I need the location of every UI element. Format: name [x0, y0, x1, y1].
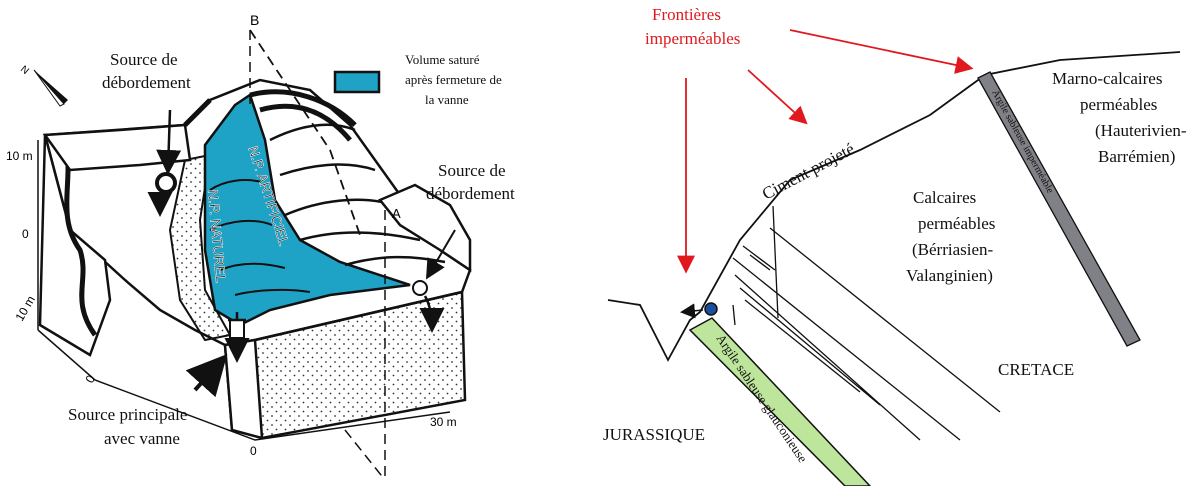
north-arrow-icon: N: [18, 64, 68, 107]
spring-outlet-flow: [680, 303, 704, 319]
left-strata-line: [62, 139, 98, 337]
overflow-spring-right-label: Source de débordement: [426, 161, 515, 203]
scale-10m-bottom: 10 m: [12, 293, 37, 323]
marly-limestone-label: Marno-calcaires perméables (Hauterivien-…: [1052, 69, 1191, 166]
blue-strata-lines: [209, 179, 311, 296]
section-b-base: [249, 30, 386, 481]
jurassic-label: JURASSIQUE: [603, 425, 705, 444]
scale-0-bottom: 0: [82, 372, 98, 385]
right-overhang: [377, 183, 472, 273]
overflow-spring-right-pointer: [425, 229, 456, 280]
overflow-spring-left-pointer: [156, 109, 182, 175]
block-diagram: N.P. ARTIFICIEL N.P. NATUREL B A N 10 m …: [6, 12, 515, 481]
impermeable-clay-label: Argile sableuse imperméable: [989, 88, 1055, 196]
section-b-line: [249, 29, 361, 236]
legend-swatch: [333, 70, 381, 94]
cross-section: Argile sableuse glauconieuse Argile sabl…: [603, 5, 1191, 486]
overflow-spring-right-flow: [419, 295, 445, 333]
overflow-spring-left-icon: [155, 172, 177, 194]
scale-0-left: 0: [22, 227, 29, 241]
boundaries-title: Frontières imperméables: [645, 5, 740, 48]
section-b-label: B: [250, 12, 259, 28]
ridge-lines: [183, 89, 357, 142]
bedding-lines: [732, 227, 1001, 441]
glauconitic-clay-band: [688, 317, 872, 486]
inner-vertical: [732, 304, 736, 326]
main-spring-label: Source principale avec vanne: [68, 405, 192, 448]
scale-axis: [37, 140, 451, 441]
spring-outlet-icon: [704, 302, 718, 316]
impermeable-clay-band: [977, 71, 1141, 347]
glauconitic-clay-label: Argile sableuse glauconieuse: [714, 331, 811, 465]
section-a-label: A: [392, 206, 401, 221]
overflow-spring-right-icon: [412, 280, 428, 296]
north-label: N: [18, 64, 31, 77]
lower-block-side: [223, 338, 264, 440]
left-ledge: [42, 123, 192, 172]
main-spring-pointer: [185, 354, 228, 398]
legend-label: Volume saturé après fermeture de la vann…: [405, 52, 505, 107]
limestone-label: Calcaires perméables (Bérriasien- Valang…: [906, 188, 1000, 285]
shotcrete-label: Ciment projeté: [759, 139, 858, 203]
scale-0-base: 0: [250, 444, 257, 458]
overflow-spring-left-label: Source de débordement: [102, 50, 191, 92]
saturated-volume: [203, 93, 411, 327]
scale-10m-top: 10 m: [6, 149, 33, 163]
boundary-arrow-2: [747, 69, 808, 125]
cretaceous-label: CRETACE: [998, 360, 1074, 379]
scale-30m: 30 m: [430, 415, 457, 429]
ground-surface: [607, 51, 1181, 362]
boundary-arrow-3: [789, 29, 974, 74]
shotcrete-line: [772, 205, 779, 319]
